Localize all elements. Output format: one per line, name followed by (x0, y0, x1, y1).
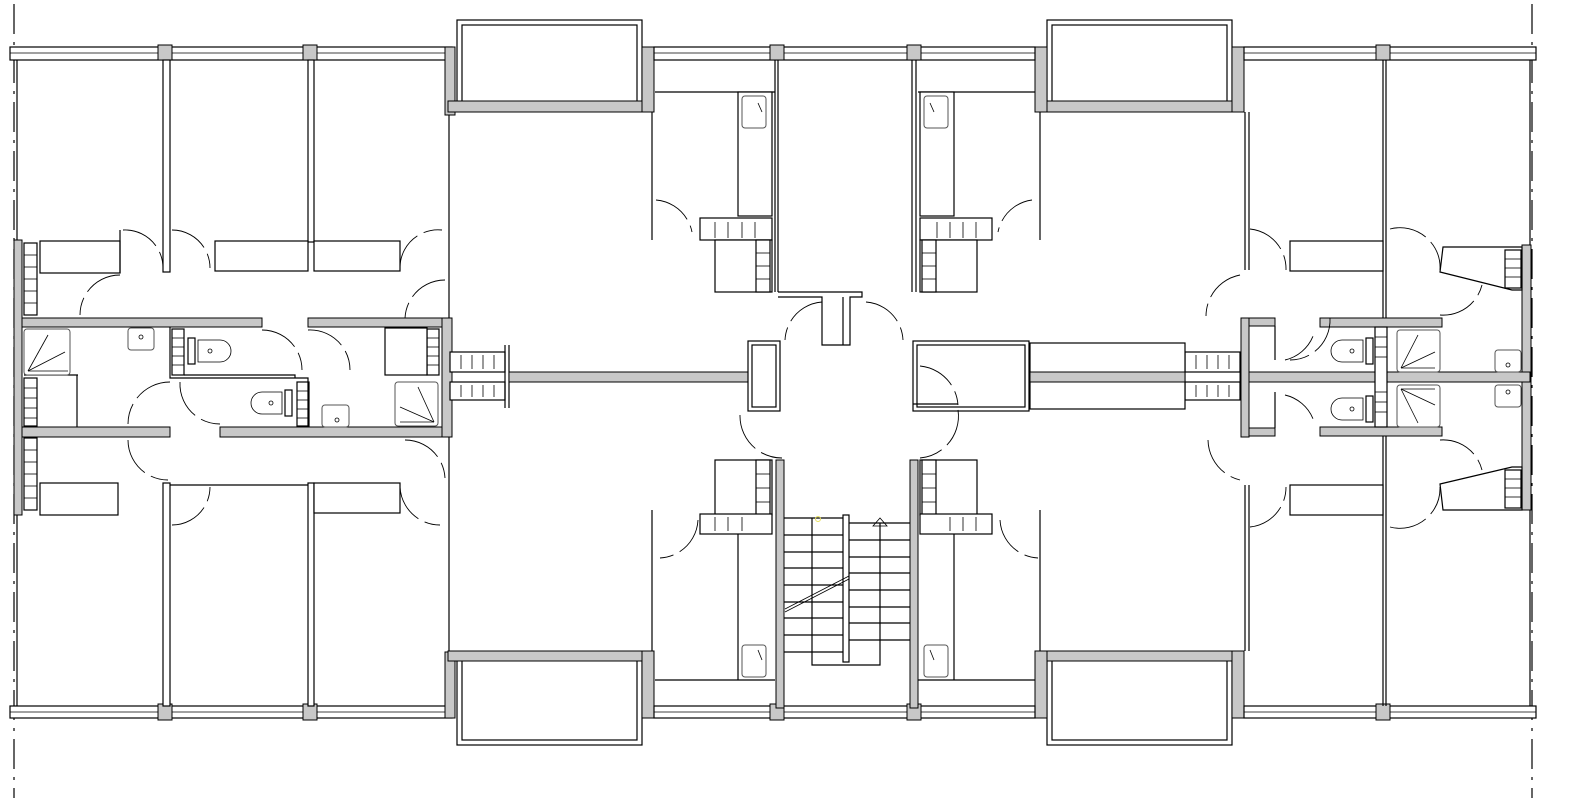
kitchen (655, 459, 775, 681)
shower-icon (1396, 384, 1441, 428)
center-section (447, 19, 1245, 746)
wardrobe (39, 482, 119, 516)
shower-icon (23, 328, 71, 376)
toilet-icon (187, 337, 232, 365)
kitchen (918, 459, 1035, 681)
toilet-icon (250, 389, 293, 417)
wardrobe (1289, 240, 1384, 272)
sink-icon (321, 404, 350, 428)
up-arrow-icon (872, 517, 888, 527)
toilet-icon (1330, 337, 1374, 365)
balcony (1037, 19, 1245, 113)
toilet-icon (1330, 395, 1374, 423)
shower-icon (1396, 329, 1441, 373)
kitchen (918, 91, 1035, 293)
duct-box (912, 340, 1030, 412)
exterior-wall (13, 239, 23, 516)
wardrobe (1439, 466, 1523, 511)
stove-icon (923, 95, 949, 129)
wardrobe (313, 482, 401, 514)
stove-icon (741, 644, 767, 678)
sink-icon (127, 327, 155, 351)
facade-windows-bottom-left (9, 703, 453, 721)
wardrobe (214, 240, 309, 272)
door-swings (655, 199, 1039, 559)
balcony (1037, 650, 1245, 746)
left-wing (9, 44, 456, 721)
stove-icon (741, 95, 767, 129)
partition-wall (162, 482, 171, 707)
facade-windows-top-left (9, 44, 453, 61)
duct-box (747, 340, 781, 412)
stove-icon (923, 644, 949, 678)
sink-icon (1494, 349, 1522, 373)
shelving (23, 242, 440, 511)
wardrobe (1289, 484, 1384, 516)
door-swings (1205, 227, 1483, 529)
wardrobe (39, 240, 121, 274)
marker-point (815, 516, 821, 522)
wardrobe (313, 240, 401, 272)
facade-windows-bottom-right (1243, 703, 1537, 721)
shelving (449, 351, 1241, 401)
partition-wall (307, 59, 315, 243)
facade-windows-top-right (1243, 44, 1537, 61)
sink-icon (1494, 384, 1522, 408)
wardrobe (1439, 246, 1523, 291)
kitchen (655, 91, 775, 293)
balcony (447, 19, 655, 113)
partition-wall (162, 59, 171, 273)
balcony (447, 650, 655, 746)
staircase (775, 459, 919, 709)
shower-icon (394, 381, 439, 427)
partition-wall (307, 482, 315, 707)
right-wing (1205, 44, 1537, 721)
door-swings (79, 229, 446, 526)
